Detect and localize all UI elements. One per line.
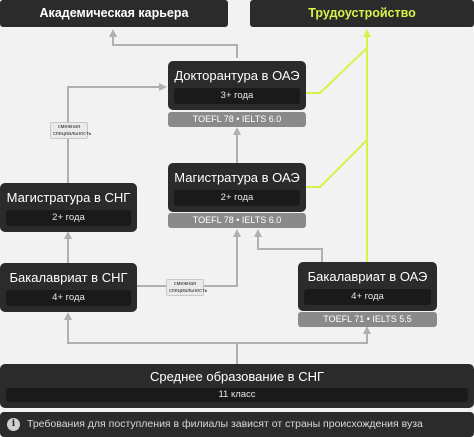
arrow-doctorate-to-academic xyxy=(109,29,238,58)
footer-note-text: Требования для поступления в филиалы зав… xyxy=(27,418,423,430)
arrow-secondary-to-bachelor-cis xyxy=(64,312,238,364)
info-icon: i xyxy=(7,418,20,431)
arrow-masters-cis-to-doctorate xyxy=(67,83,167,183)
arrow-masters-uae-to-employment xyxy=(305,139,368,188)
masters-uae-node: Магистратура в ОАЭ 2+ года xyxy=(168,163,306,212)
bachelor-uae-duration: 4+ года xyxy=(304,289,431,305)
bachelor-cis-node: Бакалавриат в СНГ 4+ года xyxy=(0,263,137,312)
academic-career-box: Академическая карьера xyxy=(0,0,228,27)
masters-uae-duration: 2+ года xyxy=(174,190,300,206)
masters-cis-node: Магистратура в СНГ 2+ года xyxy=(0,183,137,232)
bachelor-uae-node: Бакалавриат в ОАЭ 4+ года xyxy=(298,262,437,311)
arrow-doctorate-to-employment xyxy=(305,47,368,94)
secondary-cis-node: Среднее образование в СНГ 11 класс xyxy=(0,364,474,408)
related-specialty-tag-bottom: смежная специальность xyxy=(166,279,207,296)
employment-box: Трудоустройство xyxy=(250,0,474,27)
masters-cis-title: Магистратура в СНГ xyxy=(6,190,131,205)
footer-note-bar: i Требования для поступления в филиалы з… xyxy=(0,412,474,437)
doctorate-uae-title: Докторантура в ОАЭ xyxy=(174,68,300,83)
bachelor-uae-title: Бакалавриат в ОАЭ xyxy=(307,269,428,284)
doctorate-uae-requirements: TOEFL 78 • IELTS 6.0 xyxy=(168,112,306,127)
arrow-secondary-to-bachelor-uae xyxy=(237,326,371,344)
masters-uae-title: Магистратура в ОАЭ xyxy=(174,170,300,185)
bachelor-cis-title: Бакалавриат в СНГ xyxy=(9,270,128,285)
secondary-cis-title: Среднее образование в СНГ xyxy=(149,369,325,384)
arrow-bachelor-uae-to-masters-uae xyxy=(254,229,323,262)
bachelor-cis-duration: 4+ года xyxy=(6,290,131,306)
doctorate-uae-node: Докторантура в ОАЭ 3+ года xyxy=(168,61,306,110)
secondary-cis-grade: 11 класс xyxy=(6,388,468,402)
doctorate-uae-duration: 3+ года xyxy=(174,88,300,104)
masters-cis-duration: 2+ года xyxy=(6,210,131,226)
bachelor-uae-requirements: TOEFL 71 • IELTS 5.5 xyxy=(298,312,437,327)
masters-uae-requirements: TOEFL 78 • IELTS 6.0 xyxy=(168,213,306,228)
related-specialty-tag-left: смежная специальность xyxy=(50,122,91,139)
